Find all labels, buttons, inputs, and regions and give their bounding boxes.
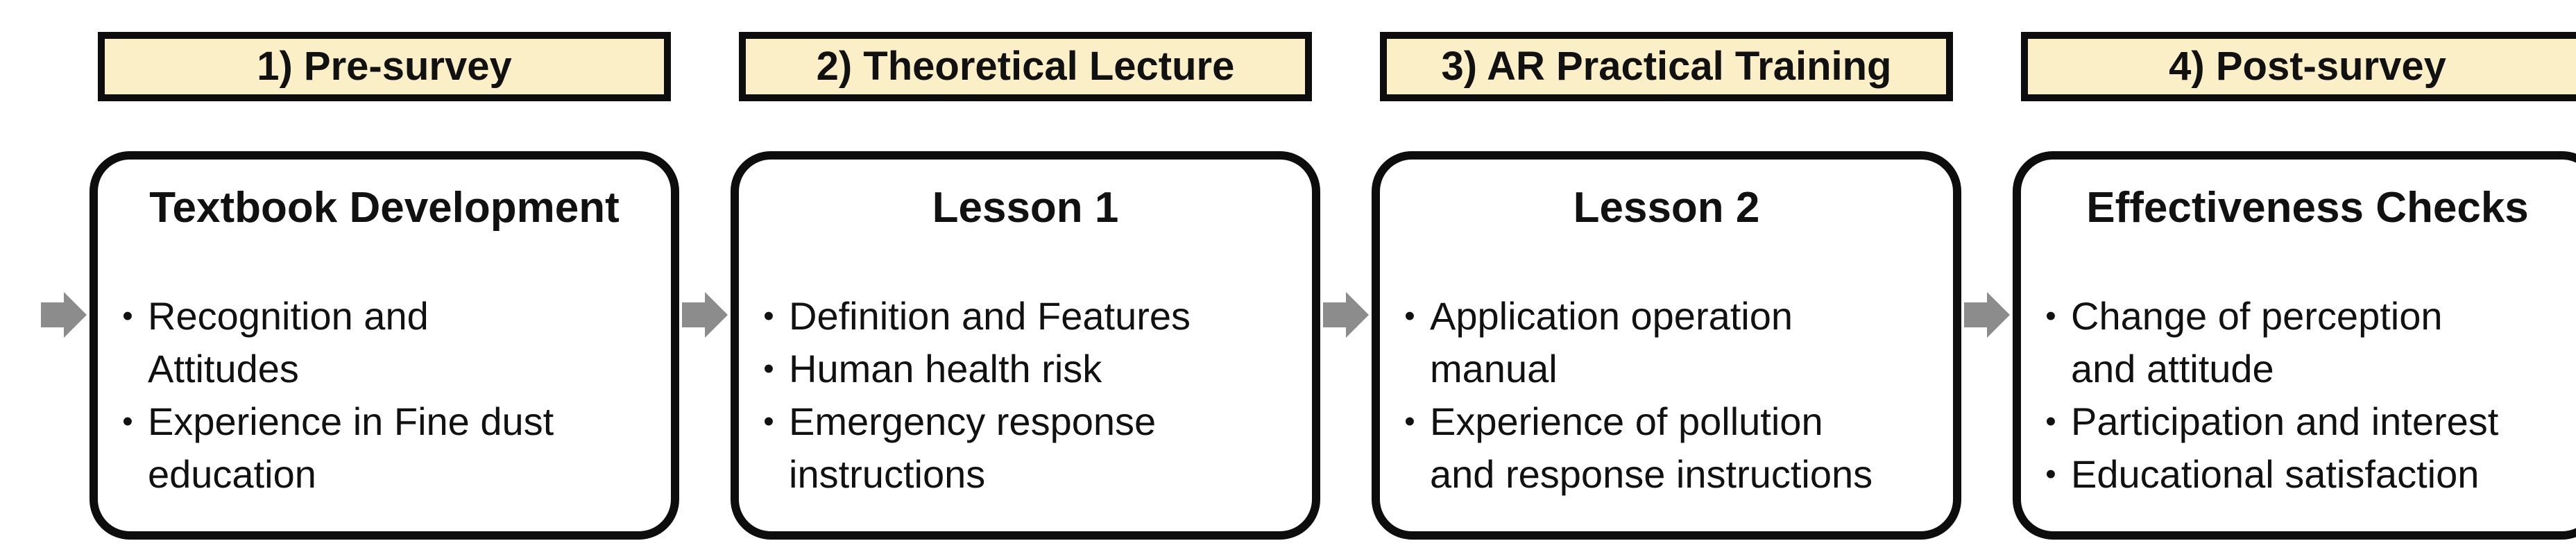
- right-arrow-icon: [1323, 292, 1369, 338]
- bullet-icon: •: [763, 299, 774, 333]
- phase-card-title: Textbook Development: [149, 184, 620, 232]
- phase-header-label: 3) AR Practical Training: [1441, 44, 1892, 89]
- phase-section: 1) Pre-survey Textbook Development • Rec…: [89, 0, 679, 540]
- phase-section: 2) Theoretical Lecture Lesson 1 • Defini…: [731, 0, 1320, 540]
- list-item: • Emergency response instructions: [749, 395, 1302, 501]
- right-arrow-tail: [1323, 302, 1346, 327]
- phase-section: 3) AR Practical Training Lesson 2 • Appl…: [1372, 0, 1961, 540]
- phase-header-label: 4) Post-survey: [2169, 44, 2446, 89]
- right-arrow-head: [705, 292, 728, 338]
- list-item: • Recognition and Attitudes: [108, 290, 661, 395]
- bullet-list: • Definition and Features • Human health…: [739, 290, 1312, 501]
- bullet-icon: •: [1404, 404, 1415, 438]
- phase-card: Textbook Development • Recognition and A…: [89, 151, 679, 540]
- phase-card-title: Lesson 1: [932, 184, 1119, 232]
- bullet-icon: •: [1404, 299, 1415, 333]
- list-item: • Application operation manual: [1390, 290, 1943, 395]
- phase-header: 1) Pre-survey: [98, 32, 671, 101]
- bullet-icon: •: [122, 404, 133, 438]
- bullet-icon: •: [763, 404, 774, 438]
- arrow-cell: [679, 0, 731, 550]
- phase-header: 3) AR Practical Training: [1380, 32, 1953, 101]
- phase-card-title: Effectiveness Checks: [2086, 184, 2529, 232]
- phase-header: 2) Theoretical Lecture: [739, 32, 1312, 101]
- phase-header: 4) Post-survey: [2021, 32, 2576, 101]
- list-item: • Participation and interest: [2031, 395, 2576, 448]
- list-item: • Experience of pollution and response i…: [1390, 395, 1943, 501]
- right-arrow-head: [1346, 292, 1369, 338]
- list-item: • Definition and Features: [749, 290, 1302, 343]
- bullet-icon: •: [122, 299, 133, 333]
- list-item: • Experience in Fine dust education: [108, 395, 661, 501]
- right-arrow-head: [64, 292, 87, 338]
- bullet-text: Application operation manual: [1430, 294, 1793, 390]
- bullet-text: Participation and interest: [2071, 399, 2499, 443]
- bullet-list: • Recognition and Attitudes • Experience…: [98, 290, 671, 501]
- phase-header-label: 2) Theoretical Lecture: [816, 44, 1235, 89]
- bullet-icon: •: [2045, 404, 2056, 438]
- bullet-icon: •: [2045, 299, 2056, 333]
- right-arrow-icon: [1964, 292, 2010, 338]
- bullet-text: Experience of pollution and response ins…: [1430, 399, 1873, 496]
- bullet-text: Change of perception and attitude: [2071, 294, 2443, 390]
- right-arrow-tail: [682, 302, 705, 327]
- bullet-text: Educational satisfaction: [2071, 452, 2480, 496]
- right-arrow-icon: [41, 292, 87, 338]
- bullet-list: • Change of perception and attitude • Pa…: [2021, 290, 2576, 501]
- bullet-text: Experience in Fine dust education: [148, 399, 554, 496]
- bullet-icon: •: [2045, 457, 2056, 491]
- phase-card: Lesson 1 • Definition and Features • Hum…: [731, 151, 1320, 540]
- phase-card: Effectiveness Checks • Change of percept…: [2013, 151, 2576, 540]
- arrow-cell: [38, 0, 89, 550]
- phase-card-title: Lesson 2: [1573, 184, 1760, 232]
- right-arrow-tail: [1964, 302, 1987, 327]
- right-arrow-tail: [41, 302, 64, 327]
- list-item: • Human health risk: [749, 343, 1302, 395]
- arrow-cell: [1961, 0, 2013, 550]
- bullet-icon: •: [763, 352, 774, 386]
- bullet-text: Human health risk: [789, 347, 1102, 390]
- bullet-text: Recognition and Attitudes: [148, 294, 429, 390]
- arrow-cell: [1320, 0, 1372, 550]
- phase-header-label: 1) Pre-survey: [257, 44, 512, 89]
- bullet-text: Emergency response instructions: [789, 399, 1157, 496]
- bullet-text: Definition and Features: [789, 294, 1191, 338]
- phase-card: Lesson 2 • Application operation manual …: [1372, 151, 1961, 540]
- list-item: • Educational satisfaction: [2031, 448, 2576, 501]
- phase-section: 4) Post-survey Effectiveness Checks • Ch…: [2013, 0, 2576, 540]
- right-arrow-icon: [682, 292, 728, 338]
- bullet-list: • Application operation manual • Experie…: [1380, 290, 1953, 501]
- list-item: • Change of perception and attitude: [2031, 290, 2576, 395]
- right-arrow-head: [1987, 292, 2010, 338]
